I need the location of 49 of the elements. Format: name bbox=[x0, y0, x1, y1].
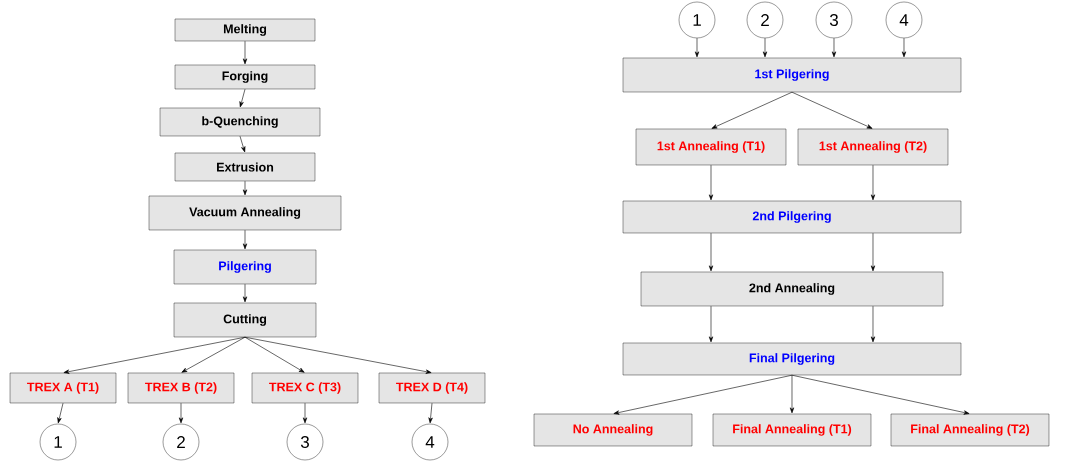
arrow bbox=[239, 135, 246, 153]
arrow bbox=[63, 336, 246, 374]
process-box: Forging bbox=[174, 64, 316, 90]
process-box: TREX D (T4) bbox=[378, 372, 486, 404]
arrow bbox=[901, 37, 907, 58]
process-box: b-Quenching bbox=[159, 107, 321, 137]
process-box: 2nd Annealing bbox=[640, 271, 944, 307]
arrow bbox=[181, 336, 246, 373]
process-box: 1st Annealing (T2) bbox=[797, 128, 949, 166]
process-box: Vacuum Annealing bbox=[148, 195, 342, 231]
arrow bbox=[694, 37, 700, 58]
arrow bbox=[613, 374, 793, 415]
process-box: Extrusion bbox=[174, 152, 316, 182]
arrow bbox=[242, 40, 248, 65]
arrow bbox=[762, 37, 768, 58]
arrow bbox=[244, 336, 432, 374]
process-box: Pilgering bbox=[173, 249, 317, 285]
arrow bbox=[242, 229, 248, 250]
process-box: Final Annealing (T2) bbox=[890, 413, 1050, 447]
arrow bbox=[870, 232, 876, 272]
arrow bbox=[791, 374, 970, 415]
arrow bbox=[239, 88, 246, 108]
process-box: No Annealing bbox=[533, 413, 693, 447]
process-box: TREX A (T1) bbox=[9, 372, 117, 404]
arrow bbox=[789, 374, 795, 414]
arrow bbox=[870, 305, 876, 343]
process-box: 1st Annealing (T1) bbox=[635, 128, 787, 166]
arrow bbox=[57, 402, 64, 424]
arrow bbox=[244, 336, 305, 373]
arrow bbox=[831, 37, 837, 58]
arrow bbox=[242, 283, 248, 303]
arrow bbox=[870, 164, 876, 201]
arrow bbox=[428, 402, 433, 424]
process-box: 1st Pilgering bbox=[622, 57, 962, 93]
process-box: Cutting bbox=[173, 302, 317, 338]
process-box: Final Pilgering bbox=[622, 342, 962, 376]
process-box: 2nd Pilgering bbox=[622, 200, 962, 234]
arrow bbox=[178, 402, 184, 424]
arrow bbox=[708, 232, 714, 272]
process-box: TREX C (T3) bbox=[251, 372, 359, 404]
arrow bbox=[791, 91, 873, 129]
arrow bbox=[708, 305, 714, 343]
arrow bbox=[242, 180, 248, 196]
process-box: Melting bbox=[174, 18, 316, 42]
arrow bbox=[302, 402, 308, 424]
process-box: TREX B (T2) bbox=[127, 372, 235, 404]
arrow bbox=[708, 164, 714, 201]
arrow bbox=[711, 91, 793, 129]
process-box: Final Annealing (T1) bbox=[712, 413, 872, 447]
